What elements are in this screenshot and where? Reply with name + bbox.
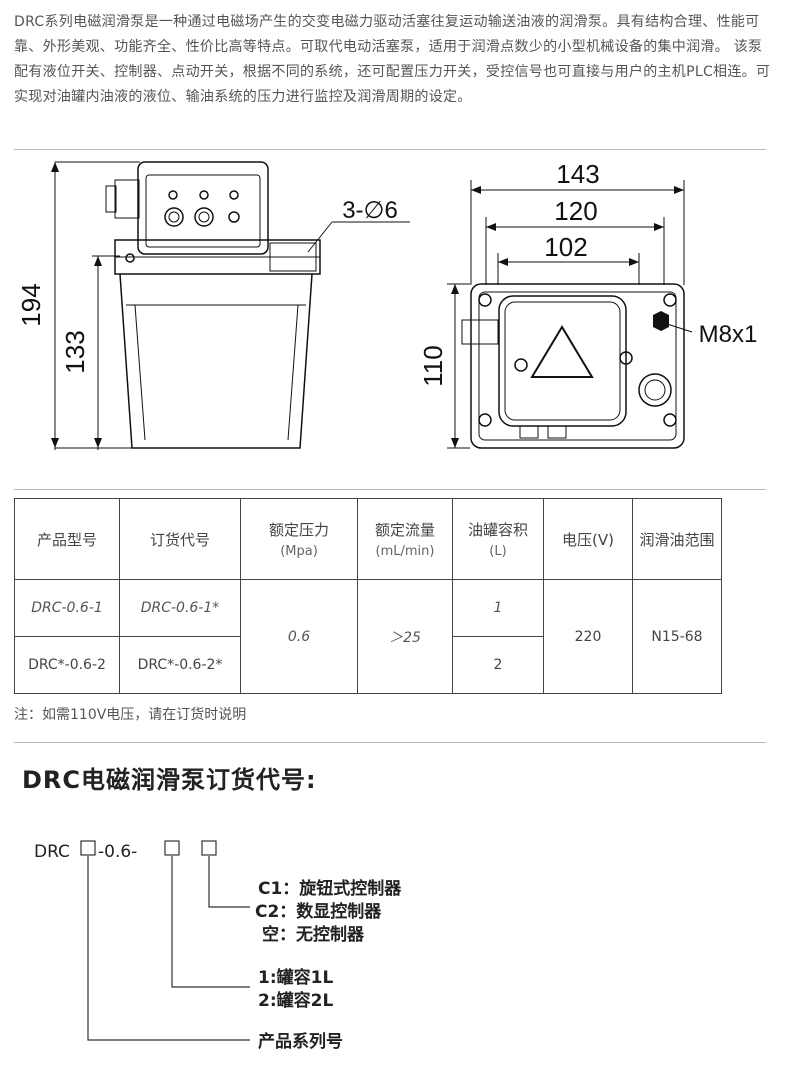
- header-order-code: 订货代号: [119, 498, 241, 580]
- dim-133: 133: [60, 330, 90, 373]
- thread-port: [653, 311, 669, 331]
- side-arrows: [51, 162, 102, 448]
- controller-c2: C2：数显控制器: [255, 901, 382, 922]
- series-box: [80, 840, 96, 856]
- leader-lines: [87, 856, 250, 1041]
- header-pressure: 额定压力(Mpa): [240, 498, 358, 580]
- intro-paragraph: DRC系列电磁润滑泵是一种通过电磁场产生的交变电磁力驱动活塞往复运动输送油液的润…: [14, 14, 771, 105]
- dimension-drawing: 194 133 3-∅6: [16, 159, 758, 450]
- dim-thread: M8x1: [699, 321, 758, 348]
- cell-model: DRC*-0.6-2: [14, 636, 120, 694]
- code-mid: -0.6-: [98, 842, 137, 862]
- capacity-2l: 2:罐容2L: [258, 990, 333, 1011]
- capacity-box: [164, 840, 180, 856]
- divider-mid: [14, 489, 766, 490]
- controller-c1: C1：旋钮式控制器: [258, 878, 402, 899]
- controller-box: [201, 840, 217, 856]
- top-arrows: [451, 186, 684, 448]
- series-label: 产品系列号: [258, 1031, 343, 1052]
- divider-top: [14, 149, 766, 150]
- cell-oil-range: N15-68: [632, 579, 722, 694]
- divider-bottom: [14, 742, 766, 743]
- dim-holes: 3-∅6: [342, 197, 398, 224]
- dim-102: 102: [544, 232, 587, 262]
- header-oil-range: 润滑油范围: [632, 498, 722, 580]
- order-code-diagram: DRC -0.6- C1：旋钮式控制器 C2：数显控制器 空：无控制器 1:罐容…: [34, 840, 402, 1052]
- table-row: DRC-0.6-1 DRC-0.6-1* 0.6 ＞25 1 220 N15-6…: [14, 579, 722, 694]
- voltage-note: 注：如需110V电压，请在订货时说明: [14, 707, 247, 723]
- dim-110: 110: [418, 345, 448, 386]
- dim-120: 120: [554, 196, 597, 226]
- header-flow: 额定流量(mL/min): [357, 498, 453, 580]
- cell-voltage: 220: [543, 579, 633, 694]
- cell-capacity: 2: [452, 636, 544, 694]
- order-code-title: DRC电磁润滑泵订货代号:: [22, 766, 317, 794]
- pump-top-view: [447, 180, 693, 449]
- cell-pressure: 0.6: [240, 579, 358, 694]
- header-capacity: 油罐容积(L): [452, 498, 544, 580]
- code-prefix: DRC: [34, 842, 70, 862]
- cell-flow: ＞25: [357, 579, 453, 694]
- dim-143: 143: [556, 159, 599, 189]
- header-model: 产品型号: [14, 498, 120, 580]
- header-voltage: 电压(V): [543, 498, 633, 580]
- cell-model: DRC-0.6-1: [14, 579, 120, 637]
- cell-order-code: DRC*-0.6-2*: [119, 636, 241, 694]
- controller-none: 空：无控制器: [262, 924, 365, 945]
- dim-194: 194: [16, 283, 46, 326]
- table-header-row: 产品型号 订货代号 额定压力(Mpa) 额定流量(mL/min) 油罐容积(L)…: [14, 498, 722, 580]
- pump-side-view: [54, 161, 410, 450]
- table-row: DRC*-0.6-2 DRC*-0.6-2* 2: [14, 636, 722, 694]
- capacity-1l: 1:罐容1L: [258, 967, 333, 988]
- cell-order-code: DRC-0.6-1*: [119, 579, 241, 637]
- spec-table: 产品型号 订货代号 额定压力(Mpa) 额定流量(mL/min) 油罐容积(L)…: [14, 498, 722, 694]
- cell-capacity: 1: [452, 579, 544, 637]
